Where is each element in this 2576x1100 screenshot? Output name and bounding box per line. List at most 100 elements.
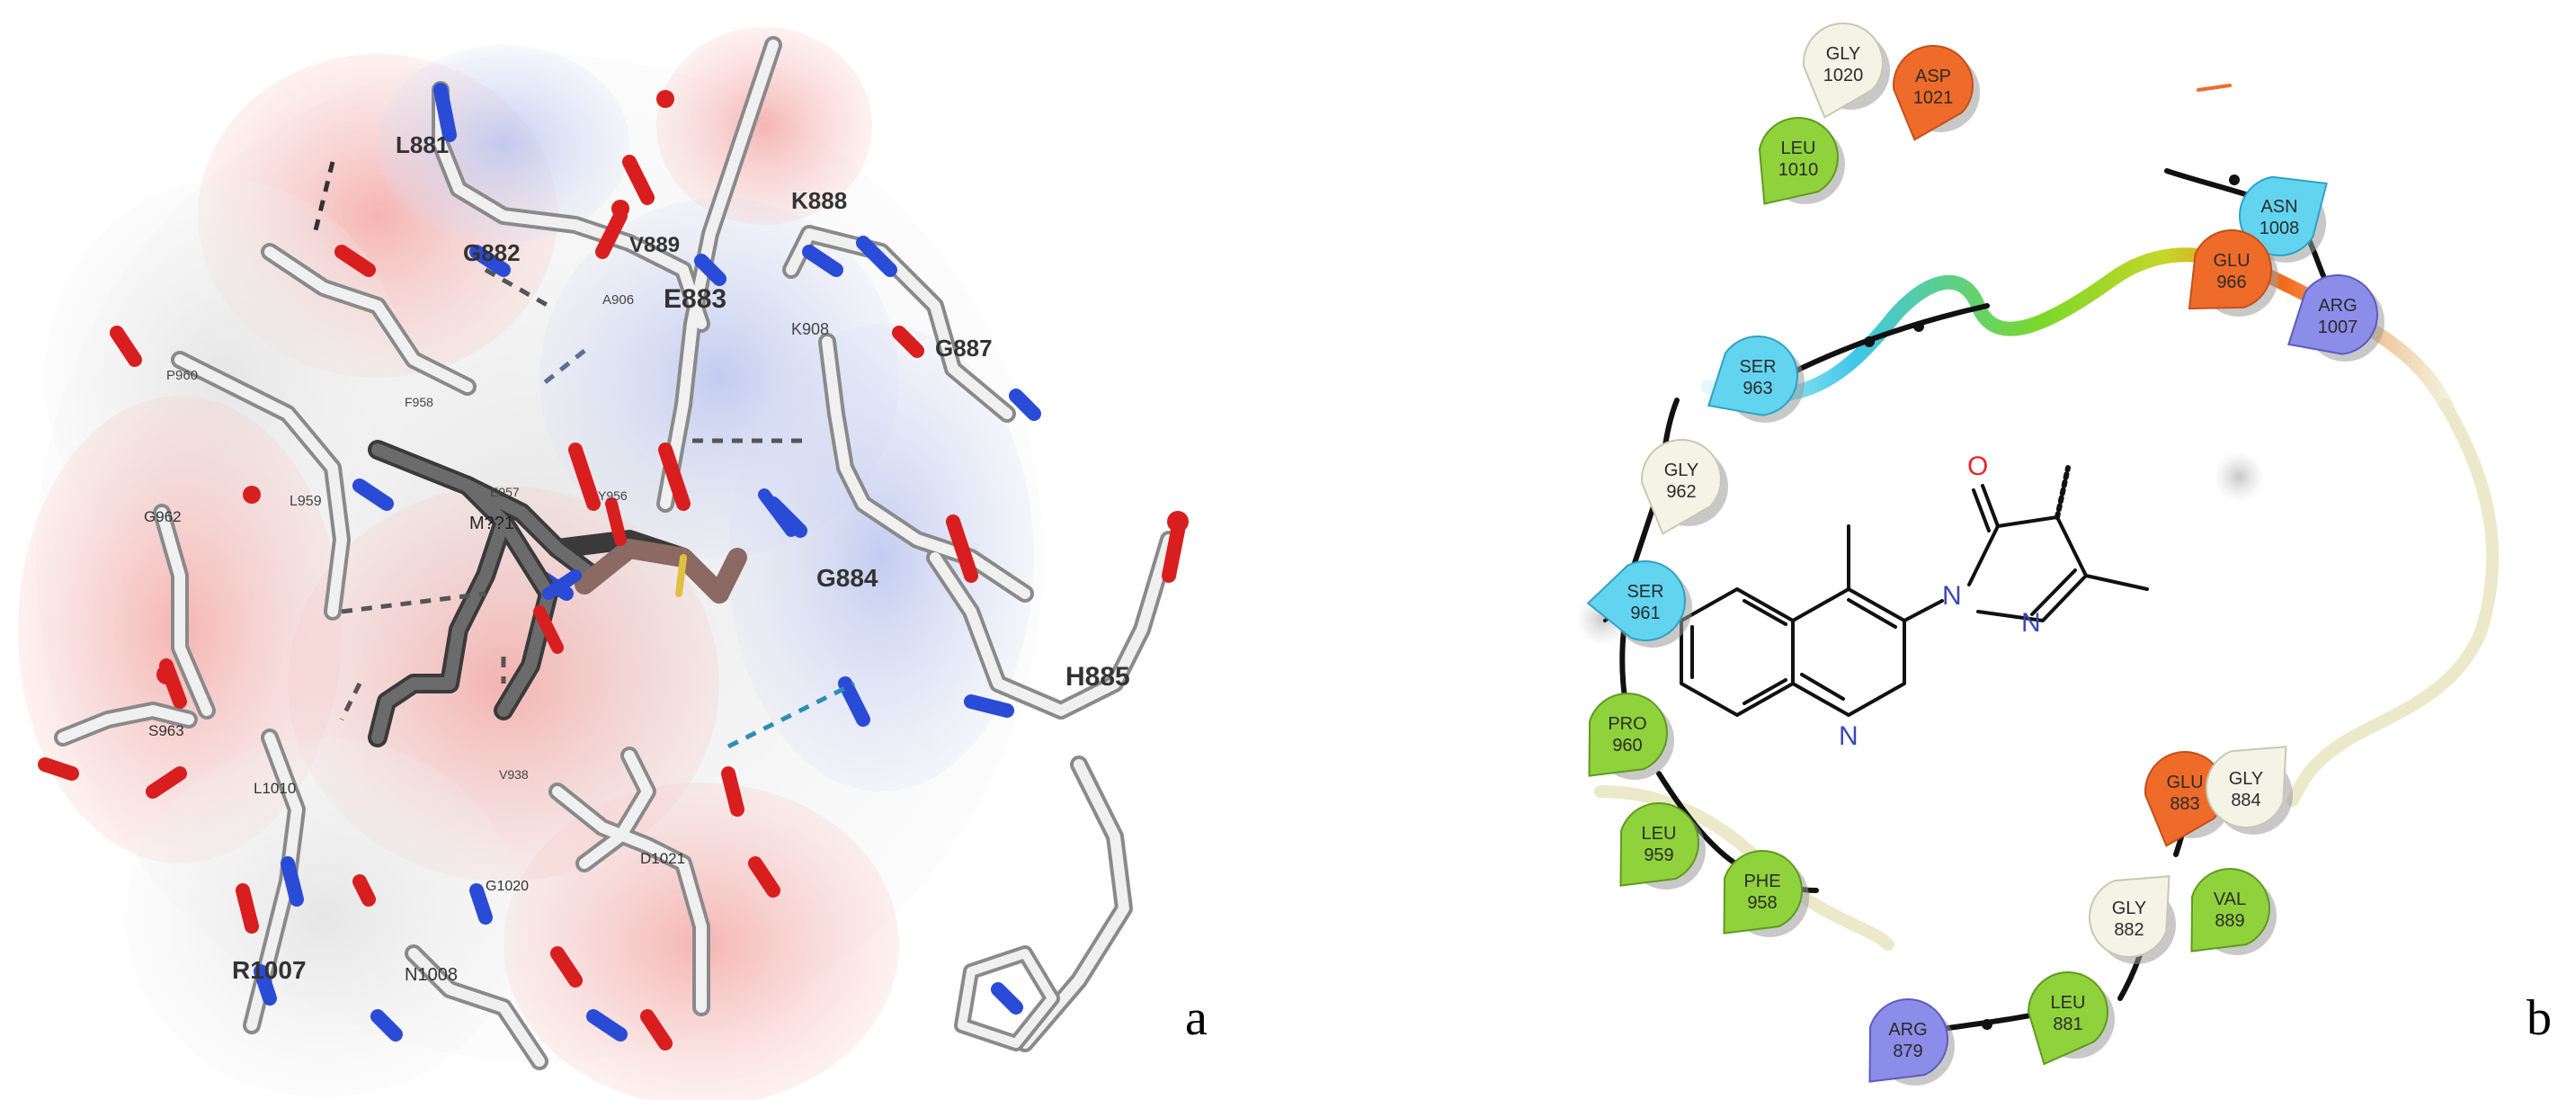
residue-number: 1008: [2260, 219, 2300, 238]
residue-name: ARG: [1888, 1020, 1927, 1040]
residue-disc-body: [1868, 998, 1948, 1083]
residue-name: GLY: [1826, 44, 1861, 64]
residue-disc-body: [1707, 335, 1798, 416]
residue-label: S963: [148, 722, 184, 739]
residue-name: GLY: [2112, 899, 2147, 918]
residue-label: G887: [935, 335, 993, 362]
residue-disc: PHE 958: [1723, 850, 1809, 937]
residue-number: 879: [1893, 1042, 1922, 1061]
residue-disc-body: [1586, 560, 1686, 641]
residue-disc: GLU 966: [2188, 229, 2278, 317]
panel-a-3d-binding-pose: L881 G882 V889 K888 E883 A906 K908 G887 …: [0, 0, 1259, 1100]
residue-label: V938: [499, 767, 529, 782]
residue-name: PRO: [1608, 714, 1646, 734]
residue-name: PHE: [1743, 872, 1780, 891]
residue-name: LEU: [1781, 139, 1816, 158]
residue-label: G962: [144, 508, 182, 525]
residue-name: ARG: [2318, 296, 2357, 316]
residue-disc: GLY 884: [2206, 746, 2293, 835]
residue-label: G884: [816, 564, 878, 592]
residue-name: GLY: [1664, 461, 1699, 480]
residue-number: 960: [1612, 736, 1642, 756]
residue-number: 881: [2053, 1015, 2082, 1034]
residue-label: Y956: [598, 488, 628, 503]
residue-disc-body: [2206, 746, 2287, 828]
protein-sticks: [54, 36, 1178, 1070]
residue-disc-body: [1588, 693, 1668, 777]
residue-disc: SER 961: [1586, 560, 1692, 648]
residue-label: V889: [629, 233, 680, 257]
residue-name: GLU: [2213, 251, 2250, 271]
ligand-interaction-diagram: O O N N N GLY1020ASP1021LEU1010ASN1008AR…: [1576, 22, 2552, 1086]
residue-disc-body: [1641, 439, 1722, 535]
residue-name: GLU: [2166, 773, 2203, 792]
residue-disc-body: [1803, 22, 1884, 119]
residue-disc-body: [2028, 971, 2108, 1066]
residue-number: 962: [1666, 482, 1696, 502]
residue-disc: SER 963: [1707, 335, 1805, 423]
residue-disc: GLY 1020: [1803, 22, 1890, 119]
residue-disc-body: [2190, 868, 2270, 952]
residue-number: 884: [2231, 791, 2260, 810]
residue-number: 1010: [1778, 160, 1819, 180]
residue-disc-body: [2287, 274, 2378, 355]
residue-disc-body: [1758, 117, 1839, 205]
ligand-sticks: [368, 440, 798, 747]
residue-disc: LEU 1010: [1758, 117, 1845, 205]
residue-name: LEU: [2051, 993, 2086, 1013]
residue-disc: VAL 889: [2190, 868, 2277, 955]
residue-disc-body: [1723, 850, 1803, 935]
residue-disc: ARG 879: [1868, 998, 1955, 1086]
interaction-dashes: [312, 161, 856, 749]
residue-label: F958: [405, 395, 433, 409]
residue-disc-body: [2089, 875, 2170, 958]
residue-labels: L881 G882 V889 K888 E883 A906 K908 G887 …: [144, 131, 1130, 985]
residue-number: 1020: [1823, 66, 1864, 85]
residue-number: 1021: [1913, 88, 1954, 108]
residue-label: R1007: [232, 956, 307, 984]
residue-label: E883: [664, 284, 726, 314]
atom-label-nitrogen: N: [1942, 581, 1962, 611]
residue-number: 883: [2170, 794, 2199, 814]
atom-label-nitrogen: N: [1839, 721, 1858, 751]
residue-label: H885: [1065, 662, 1130, 692]
residue-number: 958: [1747, 893, 1777, 913]
residue-number: 1007: [2318, 317, 2358, 337]
residue-label: L881: [396, 131, 449, 158]
residue-disc-body: [2188, 229, 2272, 310]
residue-label: N1008: [405, 965, 458, 985]
residue-label: D1021: [640, 850, 685, 867]
residue-number: 961: [1630, 604, 1660, 623]
residue-number: 966: [2216, 273, 2246, 292]
residue-number: 959: [1644, 845, 1673, 865]
panel-letter-a: a: [1185, 990, 1208, 1046]
residue-disc: ASP 1021: [1893, 45, 1980, 141]
residue-disc-body: [1619, 802, 1699, 887]
residue-label: K888: [791, 187, 847, 214]
residue-label: A906: [602, 292, 634, 308]
residue-label: M??1: [469, 514, 514, 533]
panel-b-2d-interaction-diagram: O O N N N GLY1020ASP1021LEU1010ASN1008AR…: [1259, 0, 2576, 1100]
residue-label: L1010: [254, 780, 296, 797]
residue-label: P960: [166, 368, 198, 383]
atom-label-oxygen: O: [1967, 452, 1988, 481]
binding-site-render: L881 G882 V889 K888 E883 A906 K908 G887 …: [18, 27, 1208, 1100]
residue-number: 889: [2215, 911, 2244, 931]
residue-name: LEU: [1642, 824, 1677, 844]
residue-label: G882: [463, 239, 521, 266]
residue-number: 882: [2114, 920, 2144, 940]
backbone-junction-dots: [1864, 174, 2240, 1030]
atom-label-nitrogen: N: [2021, 608, 2041, 638]
residue-label: E957: [490, 485, 520, 499]
residue-label: K908: [791, 320, 829, 338]
residue-name: GLY: [2229, 769, 2264, 789]
residue-name: VAL: [2214, 890, 2246, 909]
residue-label: G1020: [486, 879, 529, 894]
residue-name: SER: [1739, 357, 1776, 377]
residue-name: SER: [1627, 582, 1663, 602]
residue-name: ASP: [1915, 67, 1951, 86]
residue-number: 963: [1743, 379, 1772, 398]
